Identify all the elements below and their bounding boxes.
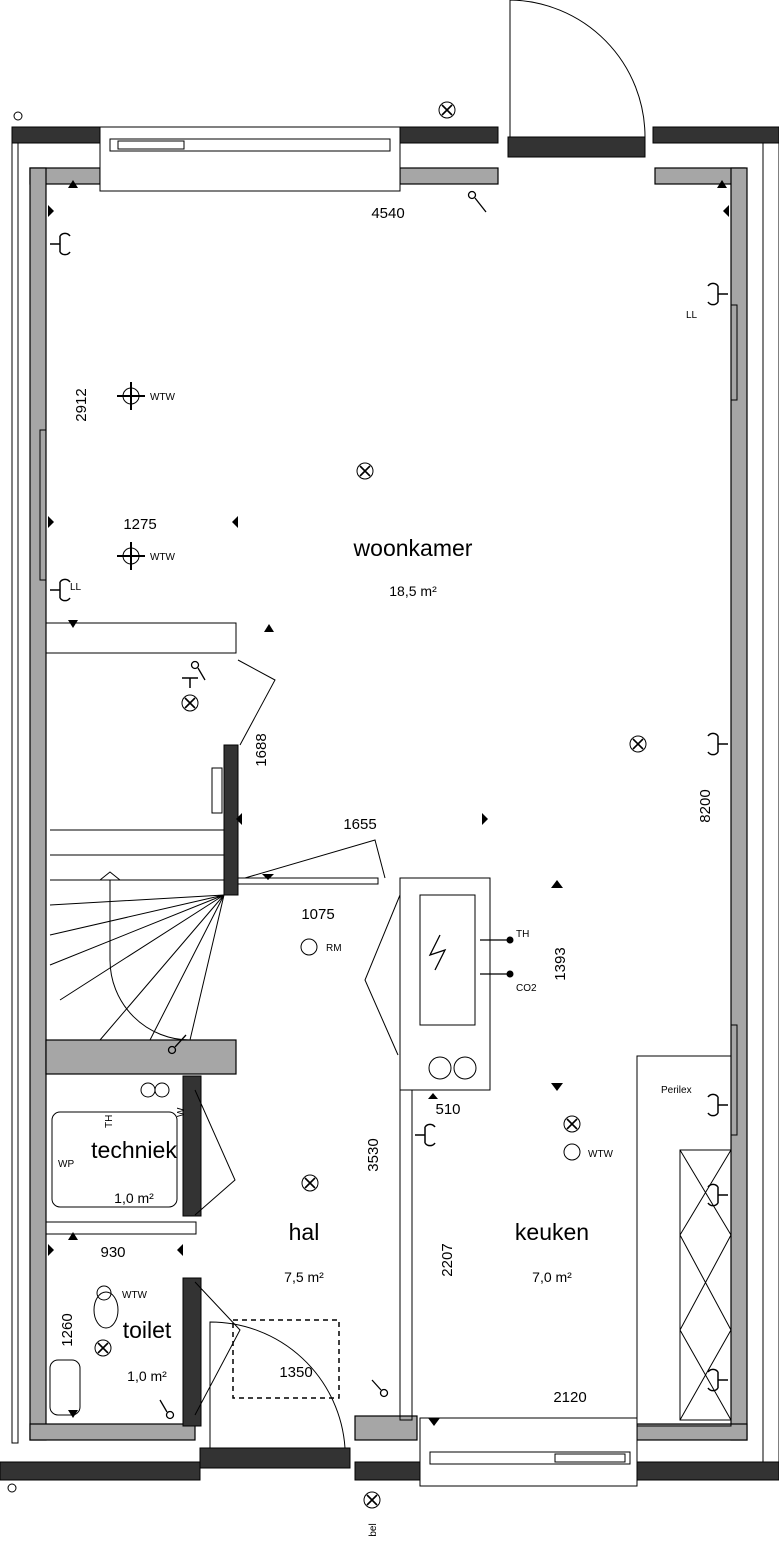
dimension-markers [48, 180, 729, 1426]
symbol-label-rm: RM [326, 943, 342, 954]
ventilation-icons [96, 382, 581, 1301]
wtw-exhaust-icon [563, 1143, 581, 1161]
symbol-label-th: TH [516, 929, 529, 940]
switch-icon [159, 1399, 175, 1420]
smoke-detector-icon [300, 938, 318, 956]
dimension-label: 3530 [365, 1138, 382, 1171]
dimension-label: 1655 [343, 816, 376, 833]
door-swings [194, 659, 401, 1416]
meter-cabinet-icon [428, 934, 447, 971]
corner-marker-icon [7, 1483, 17, 1493]
ceiling-light-icon [438, 101, 456, 119]
fixtures [49, 1056, 477, 1416]
room-name-toilet: toilet [123, 1317, 172, 1343]
switch-icon [467, 190, 487, 213]
switch-icon [190, 660, 206, 681]
dimension-label: 930 [100, 1244, 125, 1261]
dimension-label: 1688 [253, 733, 270, 766]
socket-icon [707, 1368, 728, 1392]
symbol-label-wp: WP [58, 1159, 74, 1170]
dimension-label: 1275 [123, 516, 156, 533]
room-area-toilet: 1,0 m² [127, 1368, 167, 1384]
room-name-techniek: techniek [91, 1137, 177, 1163]
wtw-exhaust-icon [96, 1285, 112, 1301]
dimension-label: 4540 [371, 205, 404, 222]
staircase [49, 829, 225, 1041]
symbol-label-ll: LL [70, 582, 82, 593]
socket-icon [50, 578, 71, 602]
thermostat-icon [506, 936, 514, 944]
symbol-label-co2: CO2 [516, 983, 537, 994]
socket-icon [415, 1123, 436, 1147]
dimension-label: 510 [435, 1101, 460, 1118]
socket-icon [707, 732, 728, 756]
dimension-label: 1260 [59, 1313, 76, 1346]
dimension-label: 2207 [439, 1243, 456, 1276]
symbol-label-wtw: WTW [588, 1149, 614, 1160]
socket-icons [50, 232, 728, 1392]
corner-marker-icon [13, 111, 23, 121]
interior-walls [45, 622, 732, 1427]
dimension-label: 1393 [552, 947, 569, 980]
symbol-label-th: TH [104, 1115, 115, 1128]
socket-icon [707, 1183, 728, 1207]
switch-icon [371, 1379, 389, 1398]
symbol-label-perilex: Perilex [661, 1085, 692, 1096]
symbol-label-ll: LL [686, 310, 698, 321]
socket-icon [707, 282, 728, 306]
windows [39, 126, 738, 1487]
room-area-keuken: 7,0 m² [532, 1269, 572, 1285]
dimension-label: 2912 [73, 388, 90, 421]
room-name-keuken: keuken [515, 1219, 589, 1245]
switch-icon [167, 1034, 187, 1055]
socket-icon [50, 232, 71, 256]
ceiling-light-icon [563, 1115, 581, 1133]
dimension-label: 8200 [697, 789, 714, 822]
room-area-techniek: 1,0 m² [114, 1190, 154, 1206]
symbol-label-wtw: WTW [122, 1290, 148, 1301]
front-door [199, 0, 646, 1469]
room-name-woonkamer: woonkamer [353, 535, 473, 561]
dimension-label: 1350 [279, 1364, 312, 1381]
symbol-label-w: W [176, 1107, 187, 1117]
dimension-label: 1075 [301, 906, 334, 923]
socket-icon [707, 1093, 728, 1117]
symbol-label-wtw: WTW [150, 392, 176, 403]
symbol-label-bel: bel [368, 1523, 379, 1536]
exterior-walls [0, 126, 779, 1481]
stair-cupboard [232, 1319, 340, 1399]
socket-icon [182, 677, 198, 688]
room-area-hal: 7,5 m² [284, 1269, 324, 1285]
switch-icons [159, 190, 487, 1420]
ceiling-light-icons [94, 101, 647, 1509]
wtw-supply-icon [117, 542, 145, 570]
ceiling-light-icon [301, 1174, 319, 1192]
co2-sensor-icon [506, 970, 514, 978]
wtw-supply-icon [117, 382, 145, 410]
ceiling-light-icon [94, 1339, 112, 1357]
ceiling-light-icon [181, 694, 199, 712]
ceiling-light-icon [629, 735, 647, 753]
dimension-label: 2120 [553, 1389, 586, 1406]
wall-light-icon [363, 1491, 381, 1509]
ceiling-light-icon [356, 462, 374, 480]
symbol-label-wtw: WTW [150, 552, 176, 563]
room-name-hal: hal [289, 1219, 320, 1245]
sensor-icons [428, 934, 514, 978]
room-area-woonkamer: 18,5 m² [389, 583, 437, 599]
